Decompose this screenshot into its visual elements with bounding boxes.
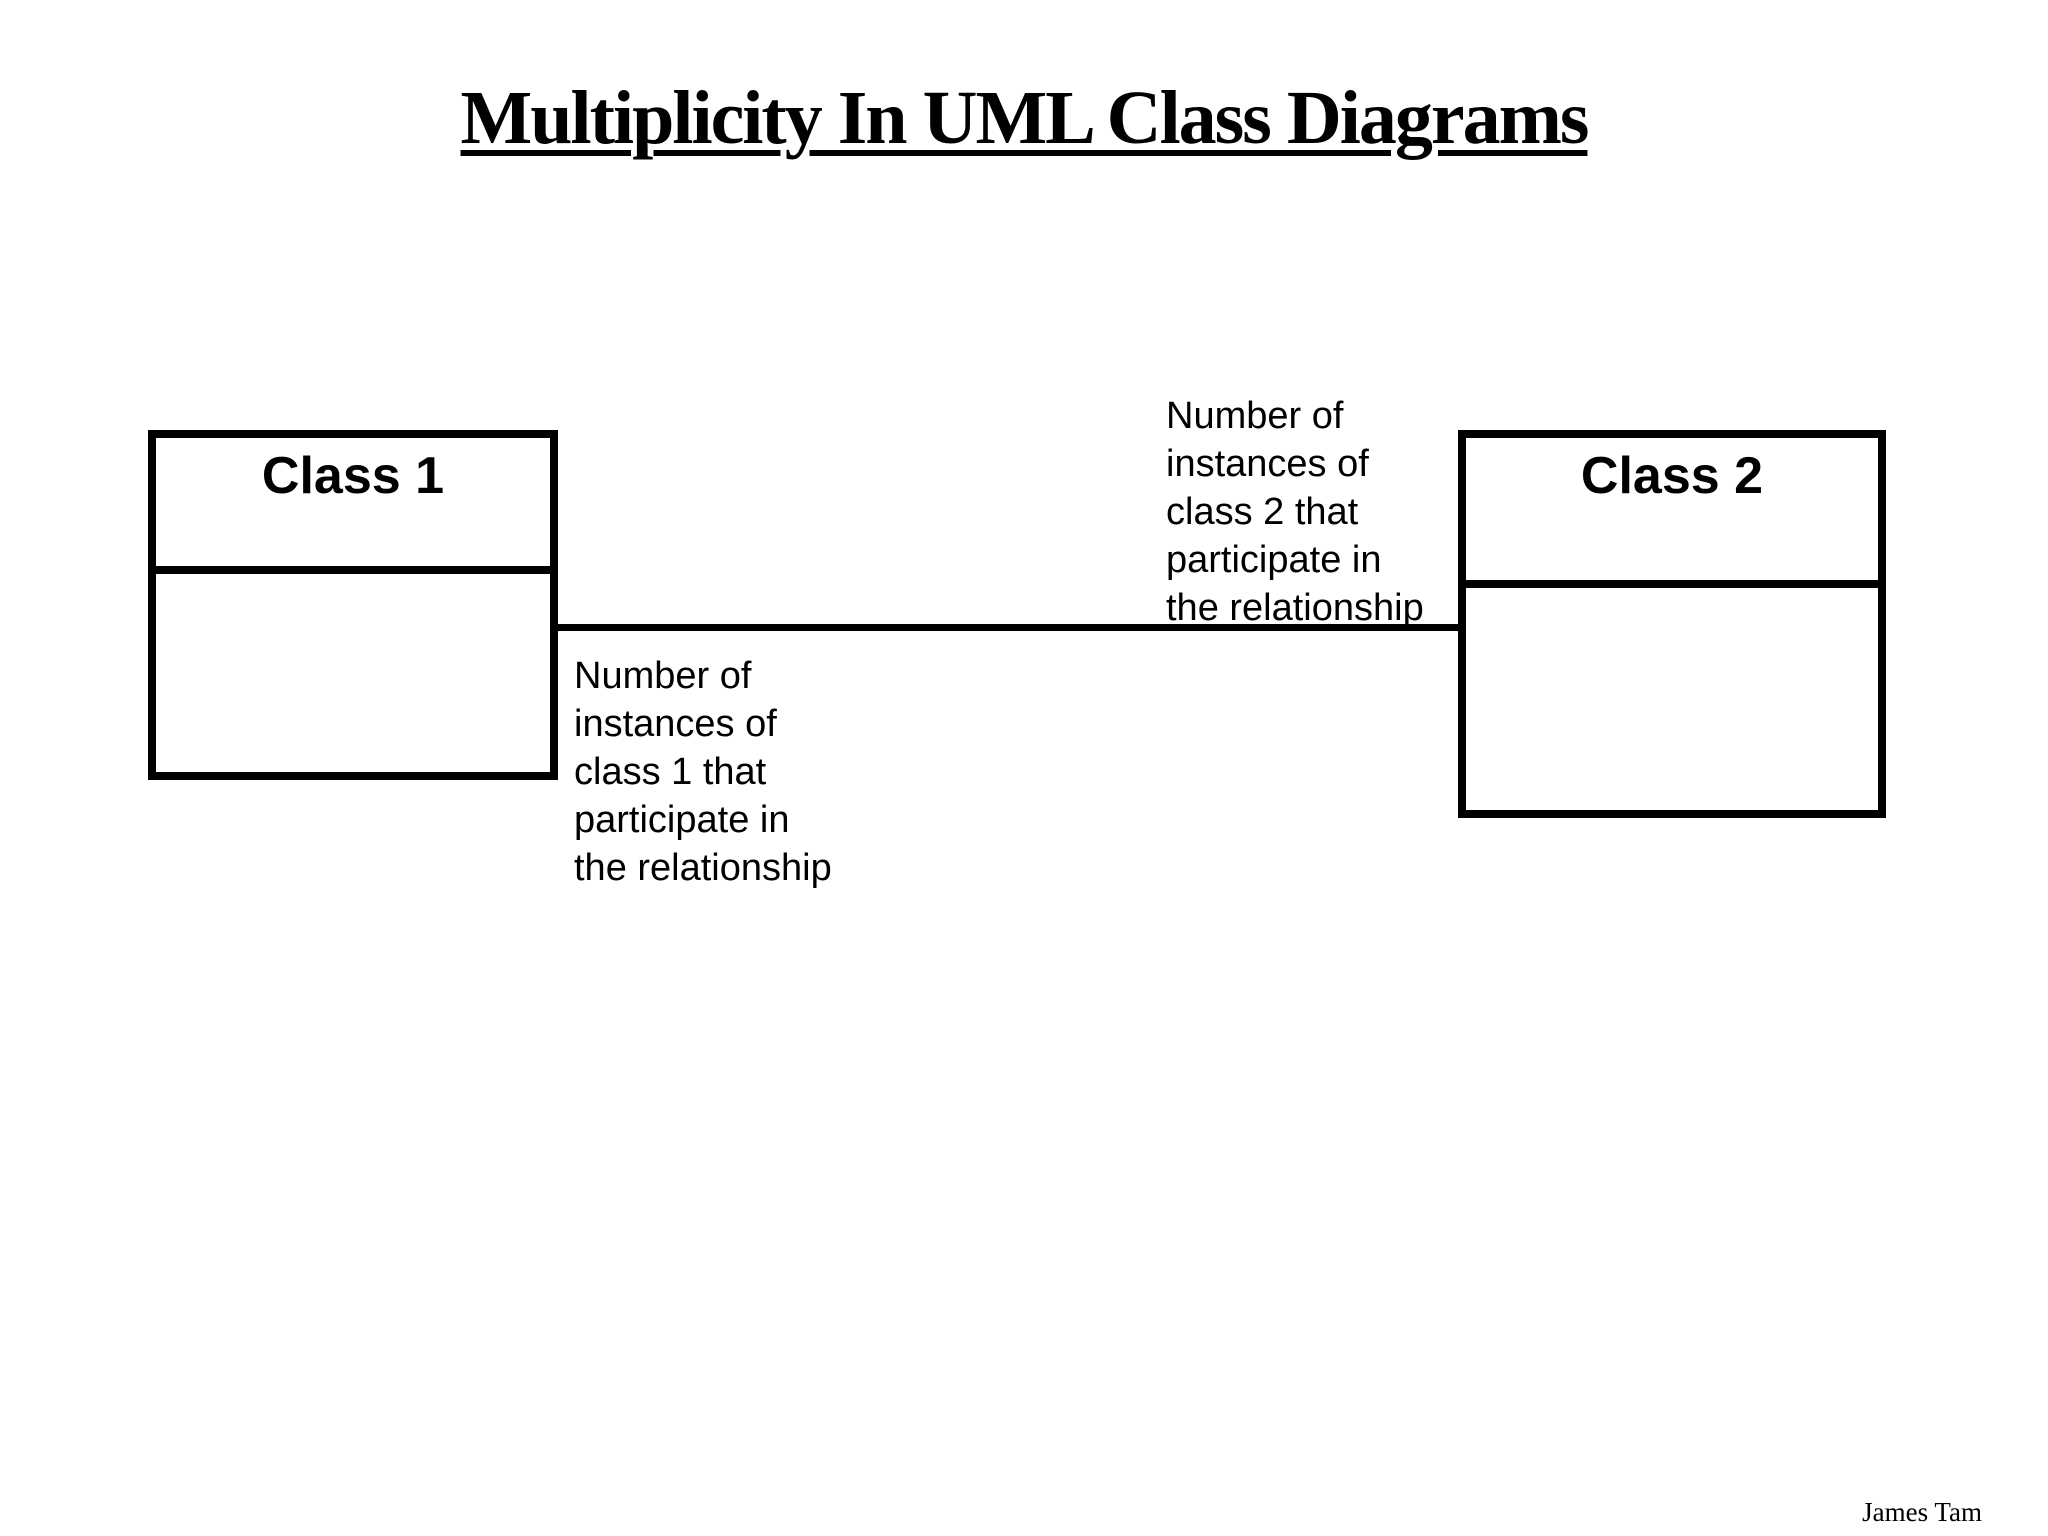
class2-name-compartment: Class 2 [1466, 438, 1878, 588]
class2-name-label: Class 2 [1580, 447, 1764, 505]
multiplicity-note-class2: Number of instances of class 2 that part… [1166, 395, 1424, 629]
class2-box: Class 2 [1458, 430, 1886, 818]
author-credit: James Tam [1862, 1497, 1982, 1527]
class1-name-label: Class 1 [261, 447, 445, 505]
class1-name-compartment: Class 1 [156, 438, 550, 574]
multiplicity-note-class1: Number of instances of class 1 that part… [574, 655, 832, 889]
association-line [554, 624, 1462, 631]
class1-box: Class 1 [148, 430, 558, 780]
page-title: Multiplicity In UML Class Diagrams [460, 76, 1590, 160]
